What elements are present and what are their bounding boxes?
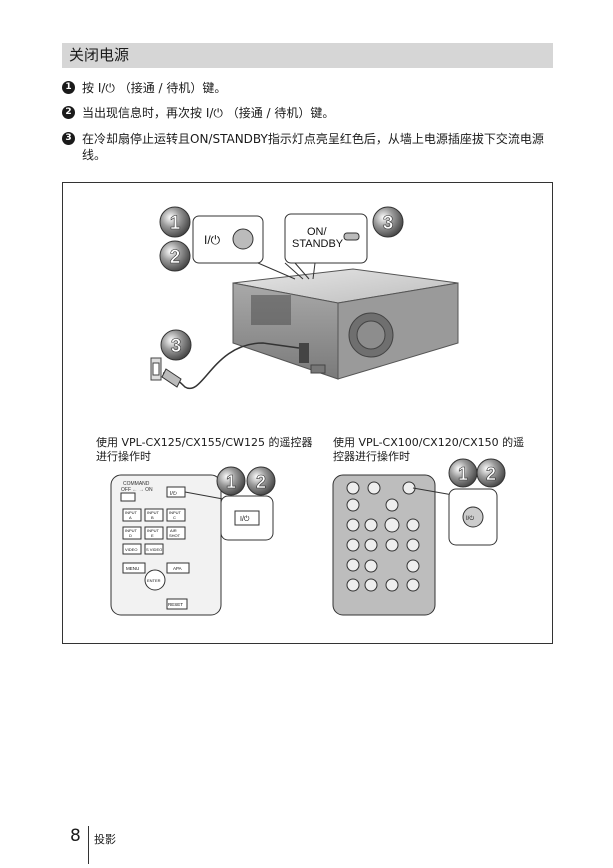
svg-text:I/⏻: I/⏻ [170, 491, 177, 497]
step-number: 1 [62, 81, 75, 94]
svg-text:INPUT: INPUT [147, 510, 160, 515]
svg-text:MENU: MENU [126, 566, 139, 571]
projector [232, 268, 459, 380]
step-2: 2 当出现信息时，再次按 I/⏻ （接通 / 待机）键。 [62, 105, 557, 121]
svg-text:RESET: RESET [168, 602, 183, 607]
svg-text:S VIDEO: S VIDEO [146, 547, 162, 552]
svg-text:OFF ← → ON: OFF ← → ON [121, 487, 153, 493]
remote-control-b [332, 474, 436, 616]
badge-3-plug: 3 [160, 329, 192, 361]
power-key-callout: I/⏻ [192, 215, 264, 264]
svg-text:2: 2 [170, 247, 181, 268]
svg-text:3: 3 [383, 213, 394, 234]
remote-a-callout: I/⏻ 1 2 [184, 466, 276, 541]
indicator-callout: ON/ STANDBY [284, 213, 368, 264]
page-number: 8 [70, 826, 81, 846]
svg-text:2: 2 [256, 472, 266, 492]
remote-control-a: COMMAND OFF ← → ON I/⏻ INPUT A INPUT B I… [110, 474, 222, 616]
step-number: 3 [62, 132, 75, 145]
section-title: 关闭电源 [62, 43, 553, 68]
svg-text:SHOT: SHOT [169, 533, 181, 538]
step-1: 1 按 I/⏻ （接通 / 待机）键。 [62, 80, 557, 96]
power-key-label: I/⏻ [204, 233, 221, 247]
svg-text:1: 1 [170, 213, 181, 234]
svg-text:I/⏻: I/⏻ [240, 515, 250, 523]
indicator-lamp-icon [343, 232, 360, 241]
svg-text:B: B [151, 515, 154, 520]
svg-text:INPUT: INPUT [147, 528, 160, 533]
svg-text:COMMAND: COMMAND [123, 481, 150, 487]
svg-text:1: 1 [458, 464, 468, 484]
remote-a-caption: 使用 VPL-CX125/CX155/CW125 的遥控器进行操作时 [96, 436, 313, 463]
footer-section-label: 投影 [94, 833, 116, 846]
svg-text:D: D [129, 533, 132, 538]
svg-text:3: 3 [171, 336, 182, 357]
step-3: 3 在冷却扇停止运转且ON/STANDBY指示灯点亮呈红色后，从墙上电源插座拔下… [62, 131, 557, 163]
badge-1: 1 [159, 206, 191, 238]
svg-text:A: A [129, 515, 132, 520]
step-text: 当出现信息时，再次按 I/⏻ （接通 / 待机）键。 [82, 106, 335, 120]
svg-text:I/⏻: I/⏻ [466, 515, 474, 522]
badge-2: 2 [159, 240, 191, 272]
svg-text:1: 1 [226, 472, 236, 492]
svg-text:C: C [173, 515, 176, 520]
remote-b-caption: 使用 VPL-CX100/CX120/CX150 的遥控器进行操作时 [333, 436, 525, 463]
svg-text:APA: APA [173, 566, 182, 571]
badge-3: 3 [372, 206, 404, 238]
step-number: 2 [62, 106, 75, 119]
indicator-label-2: STANDBY [292, 238, 344, 250]
svg-text:VIDEO: VIDEO [125, 547, 137, 552]
projector-illustration: I/⏻ ON/ STANDBY 1 2 3 3 [110, 206, 506, 616]
indicator-label-1: ON/ [307, 226, 328, 238]
svg-text:INPUT: INPUT [125, 528, 138, 533]
step-text: 按 I/⏻ （接通 / 待机）键。 [82, 81, 227, 95]
wall-outlet [150, 342, 300, 390]
svg-text:INPUT: INPUT [169, 510, 182, 515]
svg-text:2: 2 [486, 464, 496, 484]
svg-text:AIR: AIR [170, 528, 177, 533]
remote-b-callout: I/⏻ 1 2 [412, 458, 506, 546]
footer-divider [88, 826, 89, 864]
svg-text:ENTER: ENTER [147, 578, 161, 583]
svg-text:E: E [151, 533, 154, 538]
illustration-frame: I/⏻ ON/ STANDBY 1 2 3 3 [62, 182, 553, 644]
power-button-icon [232, 228, 254, 250]
svg-text:INPUT: INPUT [125, 510, 138, 515]
step-text: 在冷却扇停止运转且ON/STANDBY指示灯点亮呈红色后，从墙上电源插座拔下交流… [82, 132, 544, 162]
